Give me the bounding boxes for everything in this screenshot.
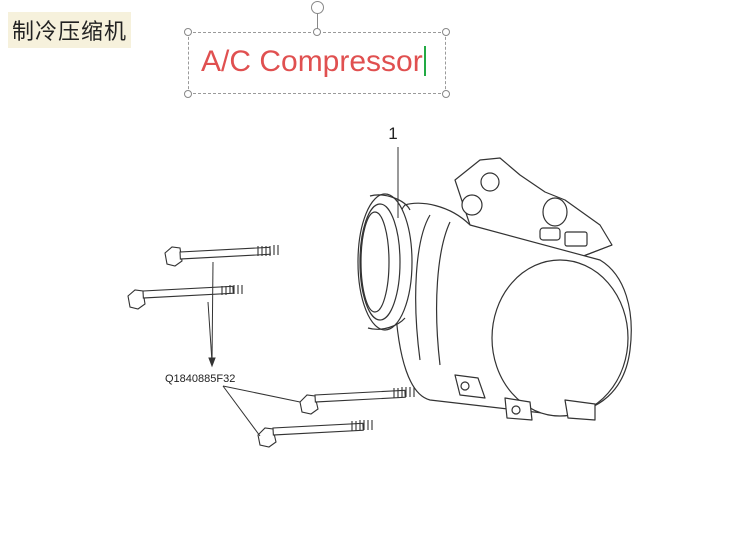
resize-handle-tm[interactable] [313, 28, 321, 36]
textbox-content[interactable]: A/C Compressor [201, 45, 426, 79]
text-caret [423, 46, 426, 76]
resize-handle-bl[interactable] [184, 90, 192, 98]
selected-textbox[interactable]: A/C Compressor [188, 32, 446, 94]
bolt-part-number: Q1840885F32 [165, 373, 235, 385]
textbox-text: A/C Compressor [201, 45, 423, 78]
compressor-illustration [357, 157, 632, 421]
bolt-4 [257, 420, 373, 448]
bolt-3 [299, 387, 415, 415]
resize-handle-tl[interactable] [184, 28, 192, 36]
bolt-1 [164, 245, 279, 267]
chinese-title: 制冷压缩机 [8, 12, 132, 48]
resize-handle-br[interactable] [442, 90, 450, 98]
part-number-leaders [207, 261, 301, 437]
rotate-handle[interactable] [311, 1, 324, 14]
bolts [127, 245, 415, 448]
rotation-connector [317, 12, 318, 32]
callout-number: 1 [388, 124, 397, 143]
resize-handle-tr[interactable] [442, 28, 450, 36]
bolt-2 [127, 285, 243, 310]
